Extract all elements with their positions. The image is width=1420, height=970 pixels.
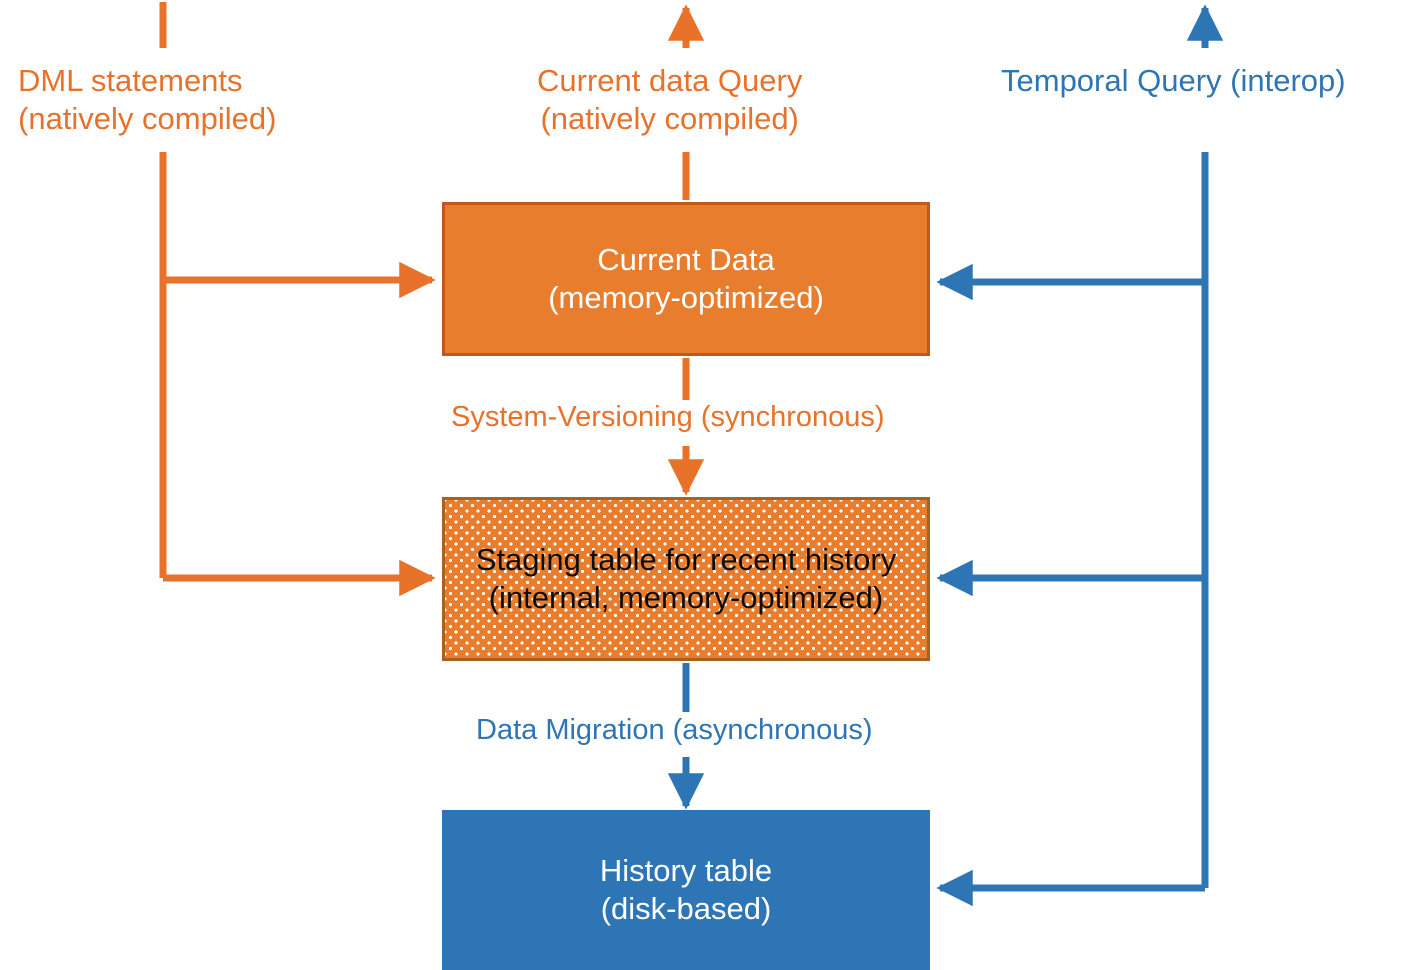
node-history-table[interactable]: History table (disk-based) xyxy=(442,810,930,970)
node-current-data[interactable]: Current Data (memory-optimized) xyxy=(442,202,930,356)
label-system-versioning: System-Versioning (synchronous) xyxy=(451,401,885,433)
label-current-data-query: Current data Query (natively compiled) xyxy=(537,63,803,137)
node-current-data-label: Current Data (memory-optimized) xyxy=(548,242,824,315)
label-temporal-query: Temporal Query (interop) xyxy=(1001,63,1346,98)
label-data-migration: Data Migration (asynchronous) xyxy=(476,714,873,746)
node-staging-table-label: Staging table for recent history (intern… xyxy=(475,542,897,615)
label-dml-statements: DML statements (natively compiled) xyxy=(18,63,277,137)
node-staging-table[interactable]: Staging table for recent history (intern… xyxy=(442,497,930,661)
node-history-table-label: History table (disk-based) xyxy=(599,853,773,926)
